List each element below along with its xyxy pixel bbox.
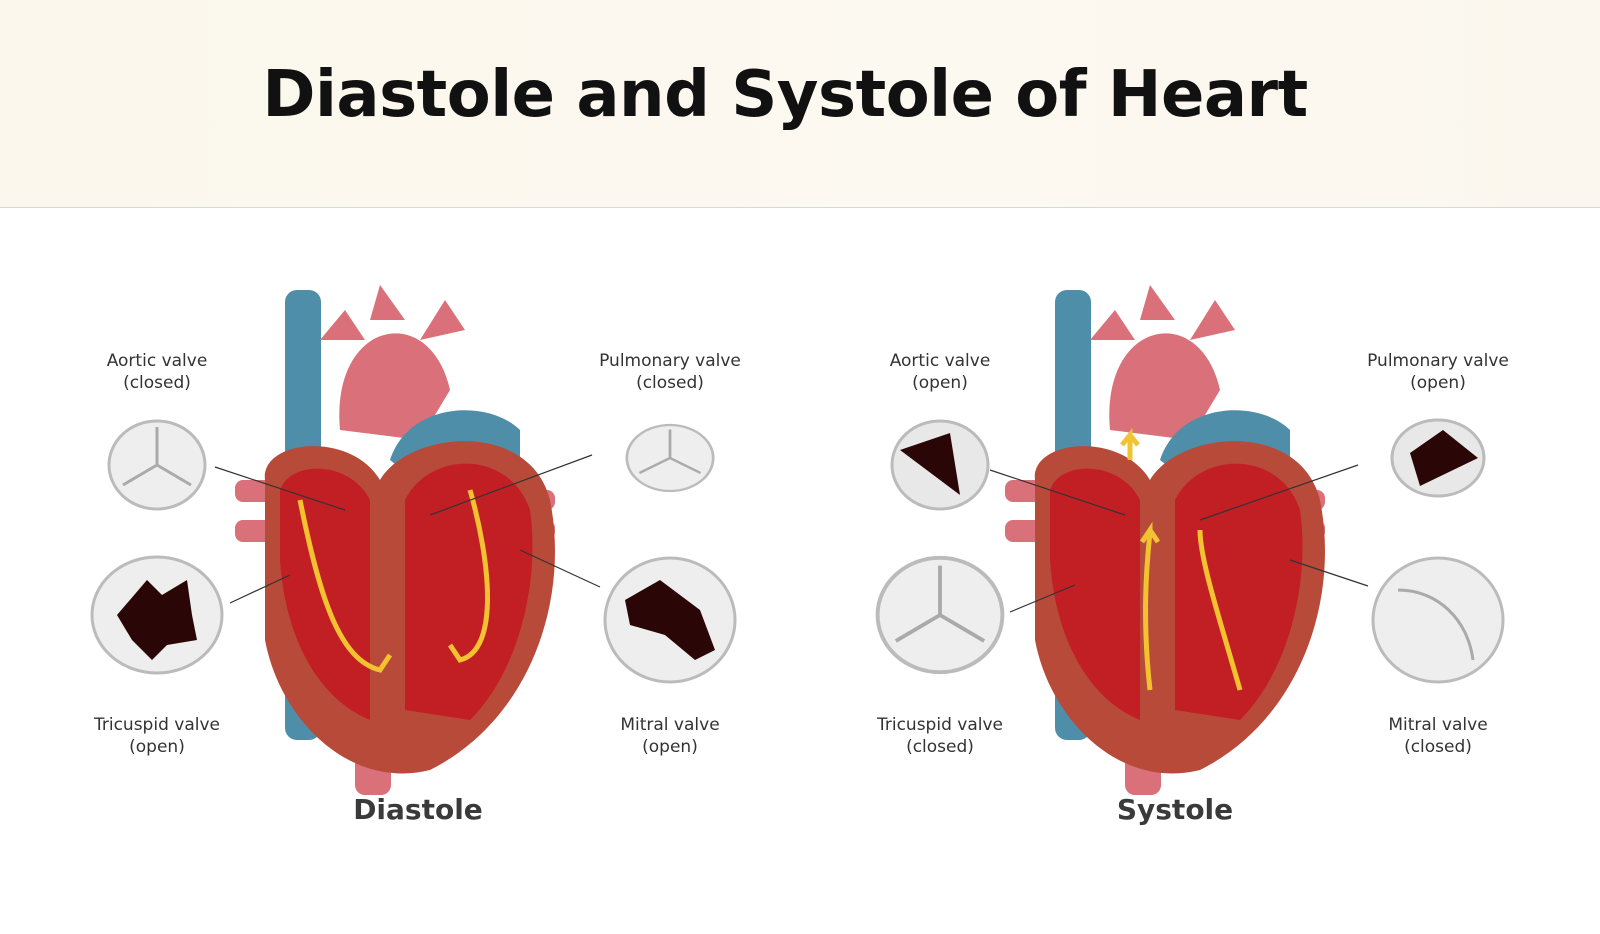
pulmonary-valve-closed-icon xyxy=(625,423,715,493)
mitral-valve-open-icon xyxy=(603,556,737,684)
tricuspid-valve-label-systole: Tricuspid valve(closed) xyxy=(876,715,1003,757)
header-band: Diastole and Systole of Heart xyxy=(0,0,1600,208)
pulmonary-valve-label-diastole: Pulmonary valve(closed) xyxy=(599,351,741,393)
systole-heart-illustration xyxy=(1005,285,1325,795)
tricuspid-valve-closed-icon xyxy=(875,555,1005,675)
pulmonary-valve-open-icon xyxy=(1390,418,1486,498)
aortic-valve-closed-icon xyxy=(107,419,207,511)
aortic-valve-label-diastole: Aortic valve(closed) xyxy=(106,351,208,393)
tricuspid-valve-open-icon xyxy=(90,555,224,675)
aortic-valve-open-icon xyxy=(890,419,990,511)
diastole-caption: Diastole xyxy=(353,793,483,826)
tricuspid-valve-label-diastole: Tricuspid valve(open) xyxy=(93,715,220,757)
mitral-valve-label-diastole: Mitral valve(open) xyxy=(620,715,720,757)
systole-caption: Systole xyxy=(1116,793,1234,826)
pulmonary-valve-label-systole: Pulmonary valve(open) xyxy=(1367,351,1509,393)
leader-lines xyxy=(214,454,1369,613)
mitral-valve-closed-icon xyxy=(1371,556,1505,684)
mitral-valve-label-systole: Mitral valve(closed) xyxy=(1388,715,1488,757)
diastole-heart-illustration xyxy=(235,285,555,795)
page-title: Diastole and Systole of Heart xyxy=(262,58,1308,132)
aortic-valve-label-systole: Aortic valve(open) xyxy=(889,351,991,393)
